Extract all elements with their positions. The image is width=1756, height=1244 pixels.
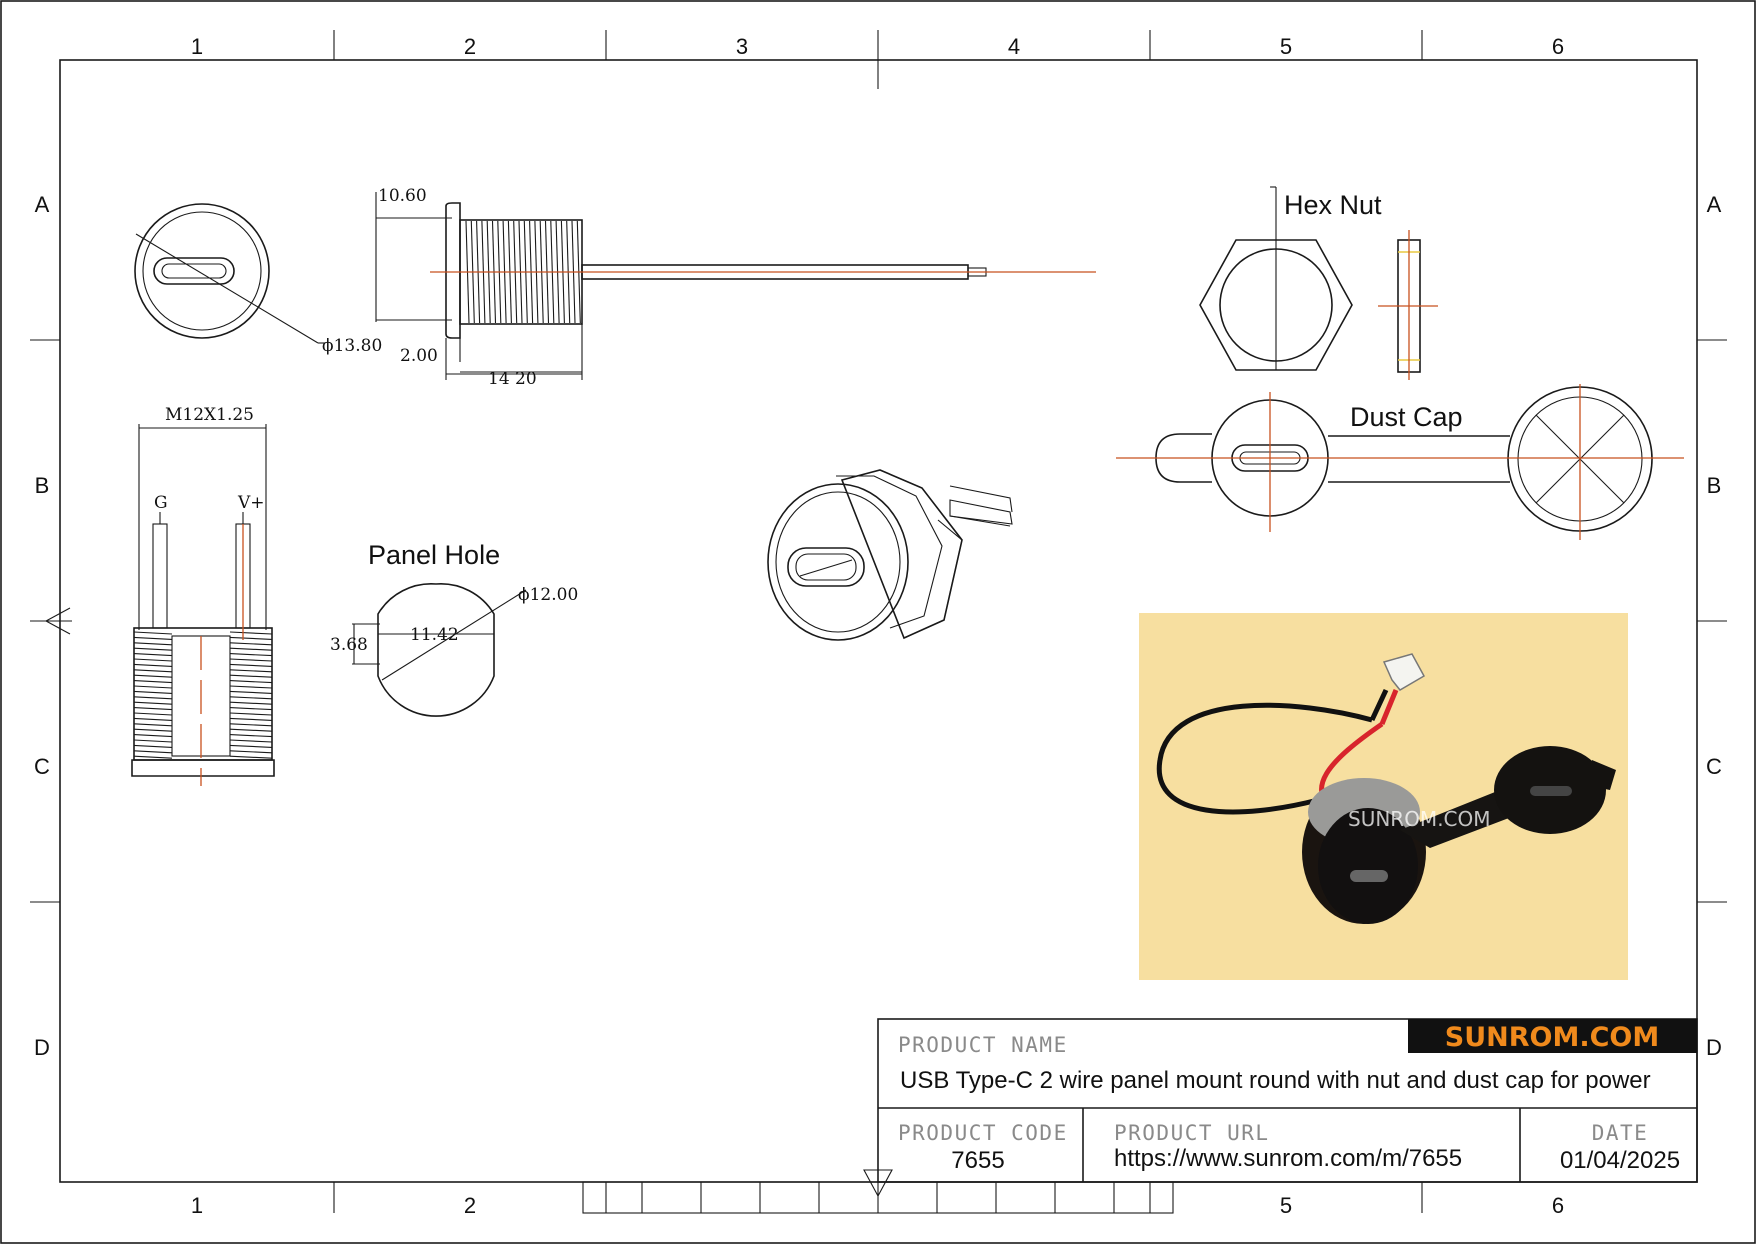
col-label: 5 (1280, 34, 1292, 59)
bottom-column-ticks (333, 1182, 1423, 1213)
brand-badge (1408, 1019, 1697, 1053)
dim-11-42: 11.42 (410, 625, 459, 645)
row-label: A (35, 192, 50, 217)
row-label: D (34, 1035, 50, 1060)
dim-thread-m12: M12X1.25 (165, 405, 254, 425)
date-label: DATE (1592, 1121, 1649, 1145)
grid-row-labels-right: A B C D (1706, 192, 1722, 1060)
product-url-value: https://www.sunrom.com/m/7655 (1114, 1145, 1462, 1172)
col-label: 5 (1280, 1193, 1292, 1218)
dust-cap-title: Dust Cap (1350, 402, 1463, 432)
product-url-label: PRODUCT URL (1114, 1121, 1270, 1145)
hex-nut-view: Hex Nut (1199, 186, 1438, 380)
row-ticks (30, 339, 1727, 903)
row-label: B (1707, 473, 1722, 498)
photo-watermark: SUNROM.COM (1348, 807, 1491, 831)
isometric-connector-view (767, 469, 1013, 641)
product-code-label: PRODUCT CODE (898, 1121, 1068, 1145)
pin-section-view: M12X1.25 G V+ (131, 405, 275, 786)
date-value: 01/04/2025 (1560, 1147, 1680, 1174)
pin-label-vplus: V+ (237, 493, 265, 513)
title-block: SUNROM.COM PRODUCT NAME USB Type-C 2 wir… (877, 1018, 1698, 1183)
dim-10-60: 10.60 (378, 186, 427, 206)
panel-hole-view: Panel Hole ϕ12.00 11.42 3.68 (330, 540, 578, 717)
col-label: 1 (191, 34, 203, 59)
grid-column-labels-top: 1 2 3 4 5 6 (191, 34, 1564, 59)
dim-diameter-12-00: ϕ12.00 (518, 585, 578, 605)
product-name-label: PRODUCT NAME (898, 1033, 1068, 1057)
dust-cap-view: Dust Cap (1116, 384, 1684, 540)
dim-3-68: 3.68 (330, 635, 368, 655)
col-label: 2 (464, 1193, 476, 1218)
dim-2-00: 2.00 (400, 346, 438, 366)
col-label: 1 (191, 1193, 203, 1218)
row-label: B (35, 473, 50, 498)
top-column-ticks (333, 30, 1423, 89)
row-label: C (34, 754, 50, 779)
side-view-connector: 10.60 2.00 14 20 (375, 186, 1096, 389)
col-label: 3 (736, 34, 748, 59)
product-photo: SUNROM.COM (1139, 613, 1628, 980)
grid-column-labels-bottom: 1 2 5 6 (191, 1193, 1564, 1218)
product-name-value: USB Type-C 2 wire panel mount round with… (900, 1067, 1651, 1094)
col-label: 2 (464, 34, 476, 59)
brand-logo-text: SUNROM.COM (1445, 1022, 1659, 1053)
dim-diameter-13-80: ϕ13.80 (322, 336, 382, 356)
pin-label-g: G (154, 493, 168, 513)
col-label: 4 (1008, 34, 1020, 59)
product-code-value: 7655 (951, 1147, 1004, 1174)
front-view-connector: ϕ13.80 (134, 203, 382, 356)
col-label: 6 (1552, 34, 1564, 59)
row-label: D (1706, 1035, 1722, 1060)
panel-hole-title: Panel Hole (368, 540, 500, 570)
row-label: A (1707, 192, 1722, 217)
row-label: C (1706, 754, 1722, 779)
dim-14-20: 14 20 (488, 369, 537, 389)
grid-row-labels-left: A B C D (34, 192, 50, 1060)
col-label: 6 (1552, 1193, 1564, 1218)
hex-nut-title: Hex Nut (1284, 190, 1382, 220)
